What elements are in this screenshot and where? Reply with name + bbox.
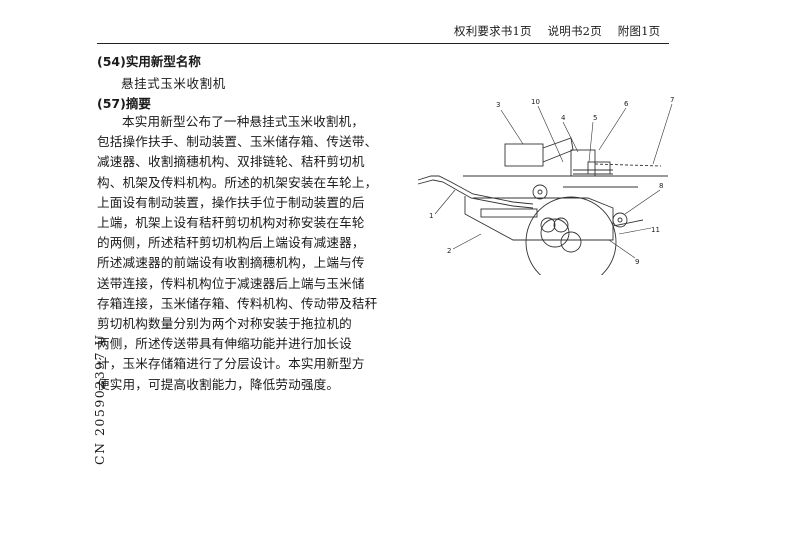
label-1: 1 [429,212,433,220]
header-description-pages: 说明书2页 [547,24,602,38]
abstract-line: 上面设有制动装置，操作扶手位于制动装置的后 [97,194,365,210]
extension-line [594,163,662,167]
header-drawings-pages: 附图1页 [617,24,661,38]
wheel [525,196,617,275]
idler-wheel [612,212,628,228]
double-sprocket [540,218,570,248]
label-7: 7 [670,96,674,104]
abstract-figure: 1 2 3 4 5 6 7 8 9 10 11 [417,96,674,275]
label-5: 5 [593,114,597,122]
utility-model-name: 悬挂式玉米收割机 [121,76,226,91]
header-rule [97,43,669,44]
machine-frame [473,197,614,226]
header-claims-pages: 权利要求书1页 [454,24,532,38]
label-8: 8 [659,182,663,190]
abstract-line: 包括操作扶手、制动装置、玉米储存箱、传送带、 [97,134,378,150]
abstract-line: 剪切机构数量分别为两个对称安装于拖拉机的 [97,316,352,332]
abstract-line: 存箱连接，玉米储存箱、传料机构、传动带及秸秆 [97,295,378,311]
leader-lines [434,103,673,259]
abstract-line: 计，玉米存储箱进行了分层设计。本实用新型方 [97,356,365,372]
abstract-line: 送带连接，传料机构位于减速器后上端与玉米储 [97,275,365,291]
reducer [570,149,596,177]
abstract-line: 两侧，所述传送带具有伸缩功能并进行加长设 [97,336,352,352]
corn-storage-box [504,143,544,167]
sprocket [553,217,569,233]
abstract-line: 的两侧，所述秸秆剪切机构后上端设有减速器， [97,235,365,251]
abstract-heading: (57)摘要 [97,96,151,111]
idler-hub [617,217,623,223]
publication-number: CN 205902397 U [92,333,107,465]
page-header: 权利要求书1页 说明书2页 附图1页 [454,23,672,39]
label-11: 11 [651,226,660,234]
machine-frame [464,196,644,241]
label-6: 6 [624,100,629,108]
label-9: 9 [635,258,639,266]
label-3: 3 [496,101,500,109]
part-number-labels: 1 2 3 4 5 6 7 8 9 10 11 [429,96,674,266]
label-2: 2 [447,247,451,255]
wheel-hub [560,231,582,253]
operating-handle [417,175,534,205]
label-4: 4 [561,114,566,122]
conveyor-belt [542,137,574,163]
sprocket-hub [537,189,543,195]
abstract-line: 便实用，可提高收割能力，降低劳动强度。 [97,376,340,392]
abstract-body: 本实用新型公布了一种悬挂式玉米收割机， 包括操作扶手、制动装置、玉米储存箱、传送… [97,112,386,395]
abstract-line: 上端，机架上设有秸秆剪切机构对称安装在车轮 [97,215,365,231]
operating-handle [417,179,534,209]
abstract-line: 本实用新型公布了一种悬挂式玉米收割机， [122,114,365,129]
harvesting-unit [587,161,611,175]
sprocket [540,217,556,233]
abstract-line: 构、机架及传料机构。所述的机架安装在车轮上， [97,174,378,190]
abstract-line: 减速器、收割摘穗机构、双排链轮、秸秆剪切机 [97,154,365,170]
abstract-line: 所述减速器的前端设有收割摘穗机构，上端与传 [97,255,365,271]
label-10: 10 [531,98,540,106]
frame-bar [480,208,538,218]
sprocket [532,184,548,200]
utility-model-name-heading: (54)实用新型名称 [97,54,201,69]
